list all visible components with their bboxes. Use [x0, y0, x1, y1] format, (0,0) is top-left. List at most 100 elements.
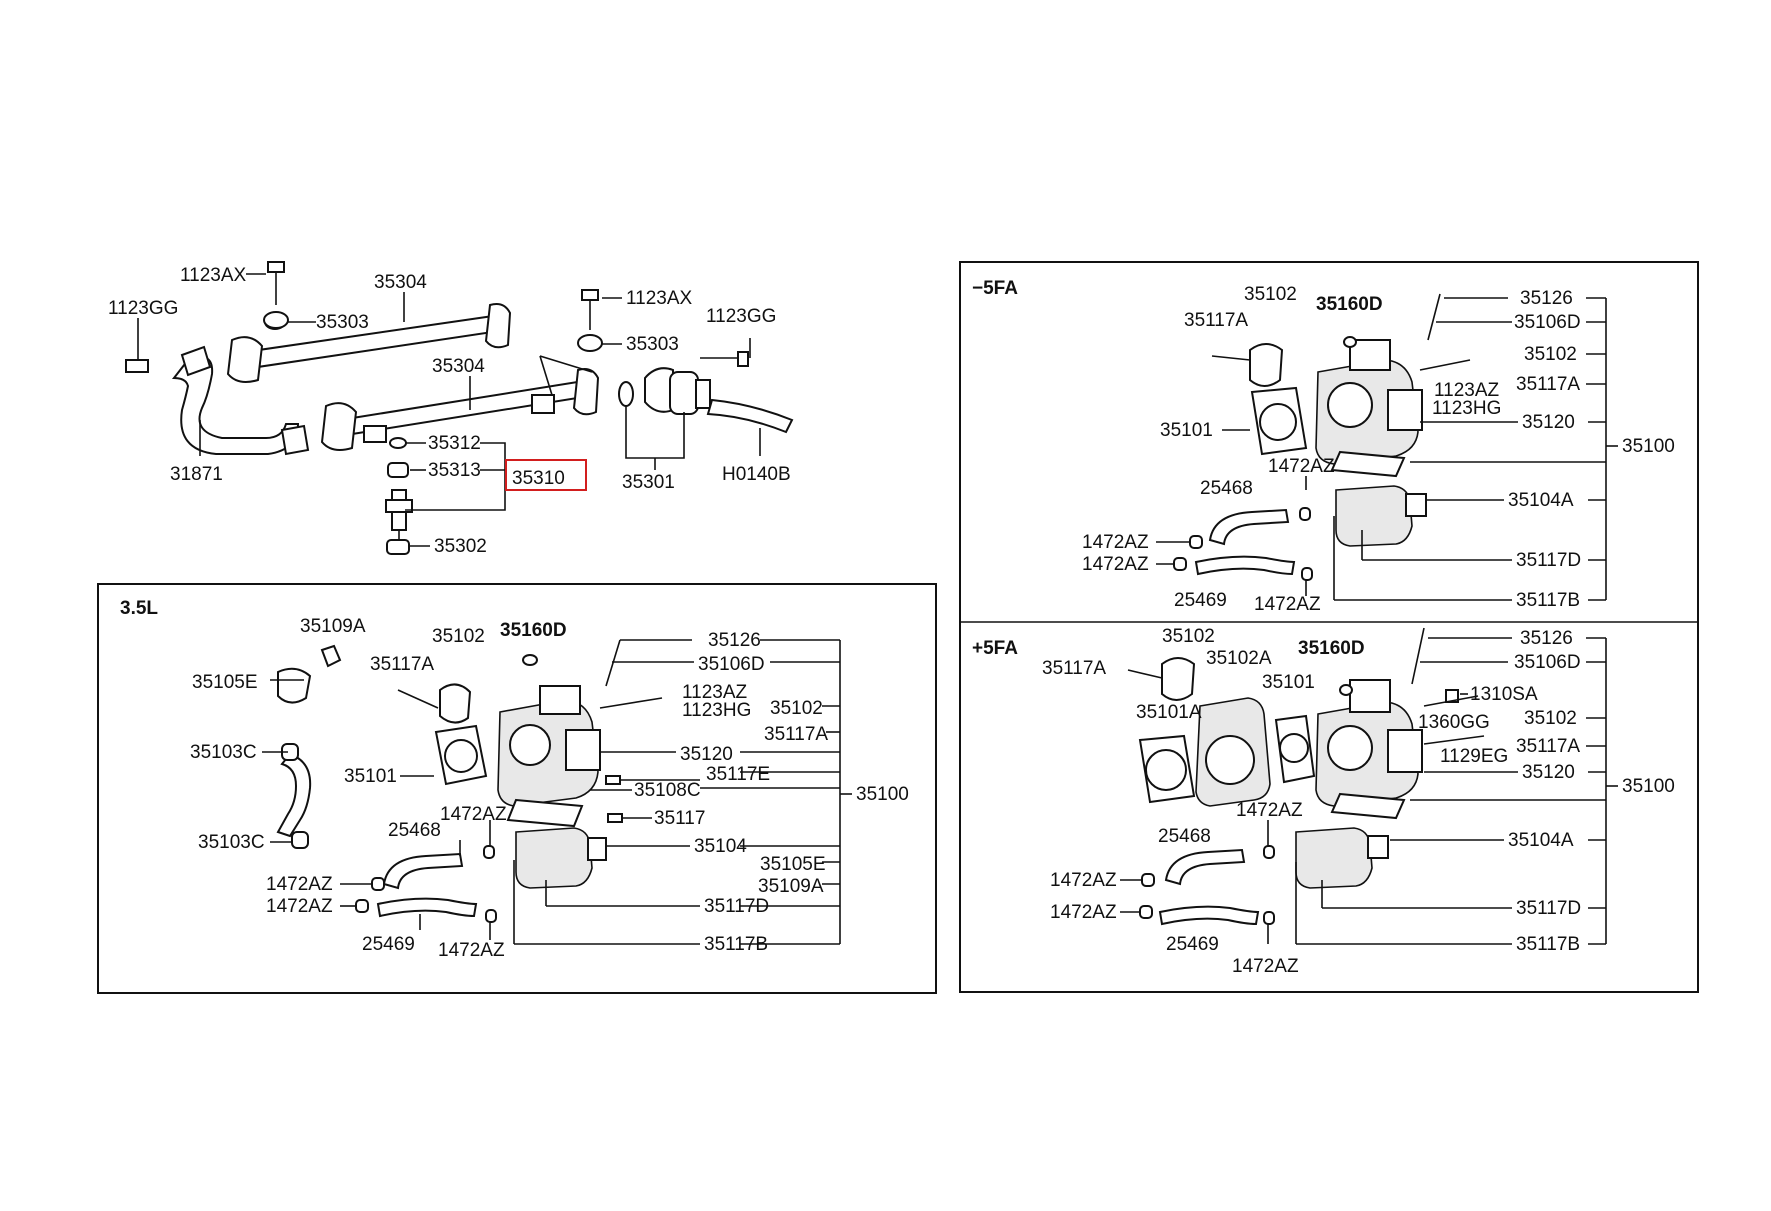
m5fa-label-1472az-d[interactable]: 1472AZ [1254, 594, 1321, 615]
s35-label-35117ar[interactable]: 35117A [764, 724, 828, 745]
m5fa-air-valve-35104a[interactable] [1335, 485, 1427, 547]
m5fa-label-1472az-c[interactable]: 1472AZ [1082, 554, 1149, 575]
s35-label-35103c-a[interactable]: 35103C [190, 742, 257, 763]
hose-h0140b[interactable] [706, 398, 794, 434]
p5fa-screw-35126[interactable] [1411, 627, 1425, 685]
highlight-box-35310[interactable] [505, 459, 587, 491]
p5fa-label-35120[interactable]: 35120 [1522, 762, 1575, 783]
s35-label-25468[interactable]: 25468 [388, 820, 441, 841]
p5fa-label-1472az-b[interactable]: 1472AZ [1050, 870, 1117, 891]
label-35302[interactable]: 35302 [434, 536, 487, 557]
m5fa-label-1472az-b[interactable]: 1472AZ [1082, 532, 1149, 553]
p5fa-label-35102r[interactable]: 35102 [1524, 708, 1577, 729]
air-valve-35104[interactable] [515, 827, 607, 889]
bolt-1123gg-right[interactable] [700, 351, 749, 367]
p5fa-air-valve-35104a[interactable] [1295, 827, 1389, 889]
bolt-1123ax-right[interactable] [581, 289, 599, 330]
m5fa-label-35117b[interactable]: 35117B [1516, 590, 1580, 611]
p5fa-sensor-35102[interactable] [1161, 657, 1196, 701]
p5fa-label-35160d[interactable]: 35160D [1298, 638, 1365, 659]
hose-25469[interactable] [376, 897, 478, 918]
s35-label-35117e[interactable]: 35117E [706, 764, 770, 785]
s35-label-35100[interactable]: 35100 [856, 784, 909, 805]
label-1123gg-a[interactable]: 1123GG [108, 298, 178, 319]
s35-label-1123az[interactable]: 1123AZ [682, 682, 748, 703]
bolt-1123az[interactable] [599, 697, 663, 709]
hose-25468[interactable] [382, 852, 464, 890]
m5fa-label-25469[interactable]: 25469 [1174, 590, 1227, 611]
m5fa-screw-35126[interactable] [1427, 293, 1441, 341]
pressure-regulator-35301[interactable] [618, 367, 711, 415]
p5fa-label-35106d[interactable]: 35106D [1514, 652, 1581, 673]
m5fa-gasket-35101[interactable] [1250, 386, 1308, 456]
p5fa-label-1360gg[interactable]: 1360GG [1418, 712, 1490, 733]
gasket-35101[interactable] [434, 724, 488, 786]
gasket-35108c[interactable] [506, 798, 584, 828]
p5fa-label-35102t[interactable]: 35102 [1162, 626, 1215, 647]
p5fa-bolt-1129eg[interactable] [1423, 735, 1485, 745]
m5fa-sensor-35102[interactable] [1249, 343, 1284, 387]
p5fa-label-1310sa[interactable]: 1310SA [1470, 684, 1538, 705]
s35-label-35102r[interactable]: 35102 [770, 698, 823, 719]
m5fa-label-35117ar[interactable]: 35117A [1516, 374, 1580, 395]
p5fa-label-25469[interactable]: 25469 [1166, 934, 1219, 955]
m5fa-hose-25469[interactable] [1194, 555, 1296, 576]
s35-label-35109a[interactable]: 35109A [300, 616, 366, 637]
p5fa-gasket-35101a[interactable] [1138, 734, 1196, 804]
s35-label-1472az-a[interactable]: 1472AZ [440, 804, 507, 825]
s35-label-1472az-d[interactable]: 1472AZ [438, 940, 505, 961]
s35-label-35117d[interactable]: 35117D [704, 896, 769, 917]
s35-label-35126[interactable]: 35126 [708, 630, 761, 651]
p5fa-gasket-35101[interactable] [1274, 714, 1316, 784]
s35-label-35103c-b[interactable]: 35103C [198, 832, 265, 853]
p5fa-label-35117a[interactable]: 35117A [1042, 658, 1106, 679]
p5fa-label-1472az-a[interactable]: 1472AZ [1236, 800, 1303, 821]
s35-label-25469[interactable]: 25469 [362, 934, 415, 955]
throttle-body-35100[interactable] [497, 685, 601, 807]
m5fa-gasket[interactable] [1330, 450, 1406, 478]
o-ring-35312[interactable] [389, 437, 407, 449]
grommet-35303-right[interactable] [577, 334, 603, 352]
grommet-35303-left[interactable] [263, 311, 289, 329]
seal-35313[interactable] [387, 462, 409, 478]
label-31871[interactable]: 31871 [170, 464, 223, 485]
m5fa-label-35106d[interactable]: 35106D [1514, 312, 1581, 333]
s35-label-35102[interactable]: 35102 [432, 626, 485, 647]
p5fa-label-35101[interactable]: 35101 [1262, 672, 1315, 693]
p5fa-label-35102a[interactable]: 35102A [1206, 648, 1272, 669]
s35-label-35106d[interactable]: 35106D [698, 654, 765, 675]
p5fa-label-35117d[interactable]: 35117D [1516, 898, 1581, 919]
p5fa-hose-25469[interactable] [1158, 905, 1260, 926]
screw-35117a[interactable] [397, 689, 439, 709]
m5fa-label-35120[interactable]: 35120 [1522, 412, 1575, 433]
insulator-35302[interactable] [386, 539, 410, 555]
label-35301[interactable]: 35301 [622, 472, 675, 493]
s35-label-1472az-b[interactable]: 1472AZ [266, 874, 333, 895]
label-35303-a[interactable]: 35303 [316, 312, 369, 333]
screw-35126[interactable] [605, 639, 621, 687]
p5fa-gasket[interactable] [1330, 792, 1406, 820]
p5fa-label-1472az-d[interactable]: 1472AZ [1232, 956, 1299, 977]
label-1123gg-b[interactable]: 1123GG [706, 306, 776, 327]
p5fa-label-35104a[interactable]: 35104A [1508, 830, 1574, 851]
screw-35117e[interactable] [605, 775, 621, 785]
s35-label-35104[interactable]: 35104 [694, 836, 747, 857]
m5fa-label-35117a[interactable]: 35117A [1184, 310, 1248, 331]
s35-label-35105e[interactable]: 35105E [192, 672, 258, 693]
p5fa-label-25468[interactable]: 25468 [1158, 826, 1211, 847]
label-35310[interactable]: 35310 [512, 468, 565, 489]
s35-label-35120[interactable]: 35120 [680, 744, 733, 765]
m5fa-label-1123az[interactable]: 1123AZ [1434, 380, 1500, 401]
m5fa-label-35160d[interactable]: 35160D [1316, 294, 1383, 315]
s35-label-35117a[interactable]: 35117A [370, 654, 434, 675]
s35-label-35160d[interactable]: 35160D [500, 620, 567, 641]
p5fa-throttle-body[interactable] [1315, 679, 1423, 807]
label-35313[interactable]: 35313 [428, 460, 481, 481]
s35-label-1472az-c[interactable]: 1472AZ [266, 896, 333, 917]
s35-label-35117b[interactable]: 35117B [704, 934, 768, 955]
m5fa-label-1123hg[interactable]: 1123HG [1432, 398, 1501, 419]
bolt-1123ax-left[interactable] [267, 261, 285, 305]
p5fa-clamps-1472az[interactable] [1139, 845, 1275, 925]
label-35304-a[interactable]: 35304 [374, 272, 427, 293]
m5fa-label-35100[interactable]: 35100 [1622, 436, 1675, 457]
